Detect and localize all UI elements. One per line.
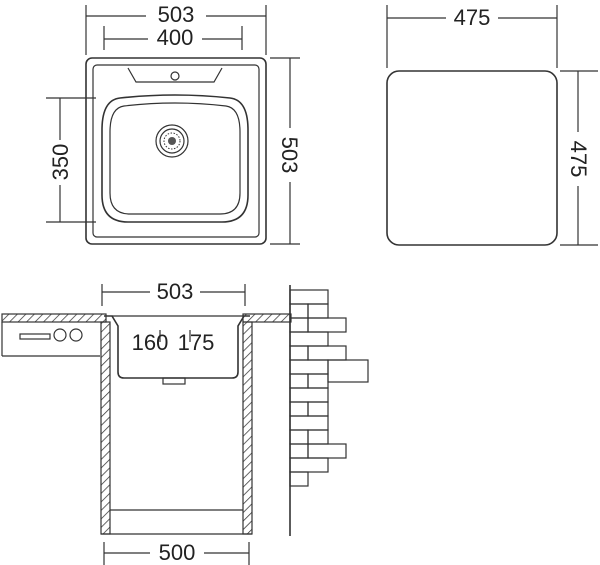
dim-top-outer: 503 [85, 2, 267, 55]
drain-icon [155, 124, 189, 158]
dim-cutout-height: 475 [560, 70, 598, 246]
control-panel [19, 328, 83, 342]
svg-text:475: 475 [454, 5, 491, 30]
dim-cabinet-width: 500 [103, 540, 250, 565]
dim-cutout-width: 475 [386, 5, 558, 68]
dim-right-height: 503 [270, 57, 302, 245]
bowl-outline [101, 94, 249, 223]
brick-wall [289, 285, 369, 536]
knob-icon [69, 328, 83, 342]
svg-text:503: 503 [277, 137, 302, 174]
svg-text:503: 503 [158, 2, 195, 27]
svg-text:475: 475 [566, 141, 591, 178]
dim-left-height: 350 [46, 97, 96, 223]
sink-top-view [85, 57, 267, 245]
svg-text:160: 160 [132, 330, 169, 355]
svg-text:175: 175 [178, 330, 215, 355]
dim-top-inner: 400 [103, 25, 243, 50]
cutout-outline [386, 70, 558, 246]
faucet-hole [170, 71, 180, 81]
drain-section [162, 377, 186, 385]
svg-text:400: 400 [157, 25, 194, 50]
svg-text:503: 503 [157, 279, 194, 304]
sink-section: 160 175 [104, 315, 250, 385]
dim-section-width: 503 [101, 279, 246, 306]
cabinet [100, 321, 253, 535]
knob-icon [53, 328, 67, 342]
svg-text:500: 500 [159, 540, 196, 565]
svg-text:350: 350 [48, 144, 73, 181]
